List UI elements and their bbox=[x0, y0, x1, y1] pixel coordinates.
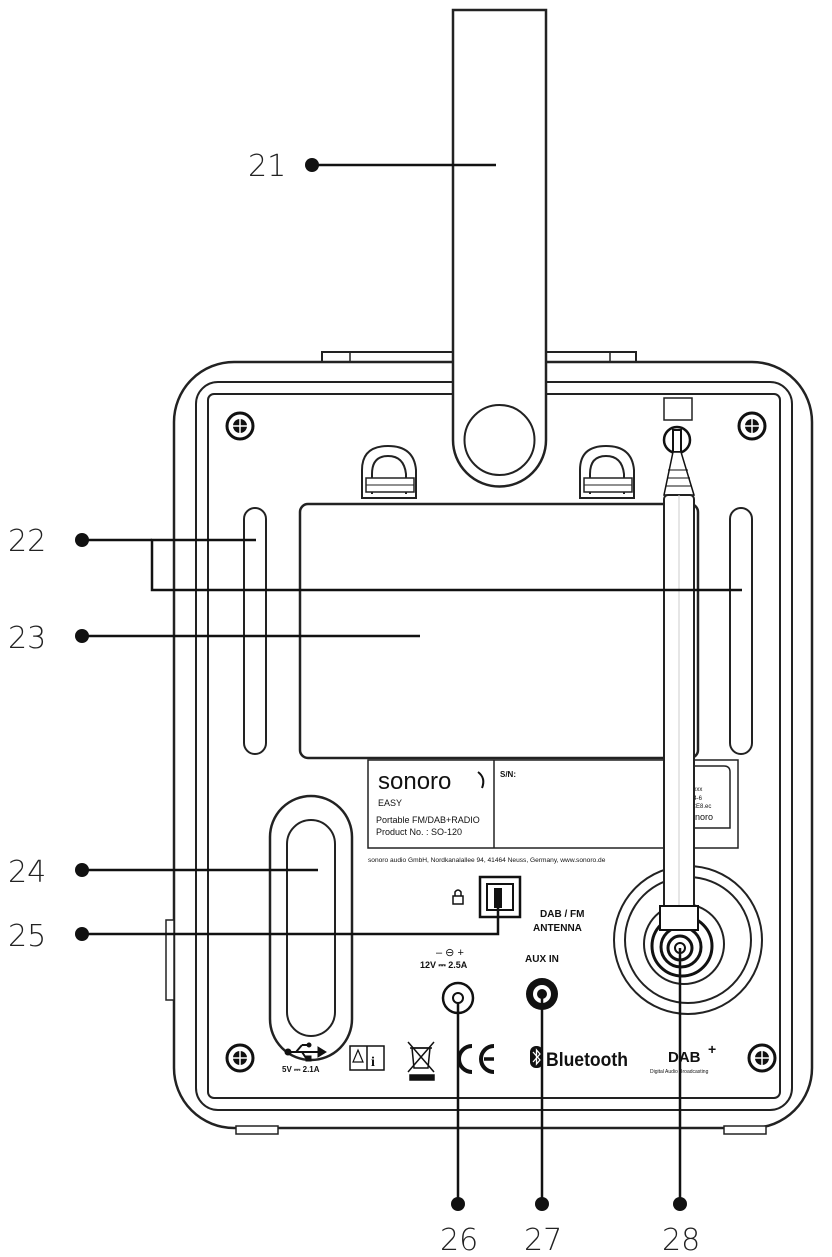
secondary-label bbox=[686, 765, 731, 829]
carry-handle bbox=[451, 8, 548, 488]
antenna-label-line1: DAB / FM bbox=[540, 909, 584, 920]
svg-text:ICE8.ec: ICE8.ec bbox=[690, 804, 711, 810]
handle-hook-left bbox=[361, 444, 417, 499]
vent-slot-left bbox=[243, 507, 267, 755]
svg-text:14-6: 14-6 bbox=[690, 796, 703, 802]
aux-jack bbox=[526, 978, 558, 1010]
foot-left bbox=[235, 1125, 279, 1135]
label-model: EASY bbox=[378, 798, 402, 808]
dc-rating: 12V ⎓ 2.5A bbox=[420, 960, 468, 970]
side-tab bbox=[165, 919, 175, 1001]
bluetooth-icon bbox=[530, 1046, 543, 1068]
weee-bin-icon bbox=[407, 1041, 435, 1081]
label-type: Portable FM/DAB+RADIO bbox=[376, 815, 480, 825]
callout-22: 22 bbox=[8, 524, 46, 559]
label-brand: sonoro bbox=[378, 768, 451, 795]
label-product-no: Product No. : SO-120 bbox=[376, 827, 462, 837]
callout-21: 21 bbox=[248, 149, 286, 184]
antenna-label-line2: ANTENNA bbox=[533, 923, 582, 934]
bluetooth-logo-text: Bluetooth bbox=[546, 1050, 628, 1071]
dab-logo-plus: + bbox=[708, 1041, 716, 1057]
telescopic-antenna bbox=[659, 397, 699, 931]
screw-icon bbox=[225, 1043, 255, 1073]
aux-label: AUX IN bbox=[525, 954, 559, 965]
leader-22-branch bbox=[150, 538, 742, 592]
dc-polarity: – ⊖ + bbox=[436, 947, 464, 959]
screw-icon bbox=[737, 411, 767, 441]
label-address: sonoro audio GmbH, Nordkanalallee 94, 41… bbox=[368, 857, 606, 864]
brand-swoosh-icon bbox=[477, 771, 485, 789]
manual-info-icon: i bbox=[349, 1045, 385, 1071]
callout-28: 28 bbox=[662, 1223, 700, 1257]
usb-port-slot bbox=[268, 794, 354, 1062]
leader-dots bbox=[75, 158, 687, 1211]
svg-text:onoro: onoro bbox=[690, 812, 713, 822]
secondary-label-text: 2xxx bbox=[690, 787, 702, 793]
label-serial: S/N: bbox=[500, 770, 516, 779]
hold-switch bbox=[478, 875, 522, 919]
svg-text:i: i bbox=[371, 1055, 375, 1070]
screw-icon bbox=[225, 411, 255, 441]
callout-24: 24 bbox=[8, 855, 46, 890]
callout-27: 27 bbox=[524, 1223, 562, 1257]
handle-hook-right bbox=[579, 444, 635, 499]
dab-logo-text: DAB bbox=[668, 1049, 701, 1066]
antenna-socket bbox=[613, 865, 763, 1015]
usb-icon bbox=[284, 1042, 327, 1062]
leader-lines bbox=[82, 163, 742, 1204]
callout-26: 26 bbox=[440, 1223, 478, 1257]
callout-23: 23 bbox=[8, 621, 46, 656]
vent-slot-right bbox=[729, 507, 753, 755]
lock-icon bbox=[452, 889, 464, 905]
usb-rating: 5V ⎓ 2.1A bbox=[282, 1065, 320, 1074]
screw-icon bbox=[747, 1043, 777, 1073]
callout-25: 25 bbox=[8, 919, 46, 954]
battery-compartment bbox=[298, 502, 700, 760]
leader-25 bbox=[82, 895, 500, 936]
foot-right bbox=[723, 1125, 767, 1135]
